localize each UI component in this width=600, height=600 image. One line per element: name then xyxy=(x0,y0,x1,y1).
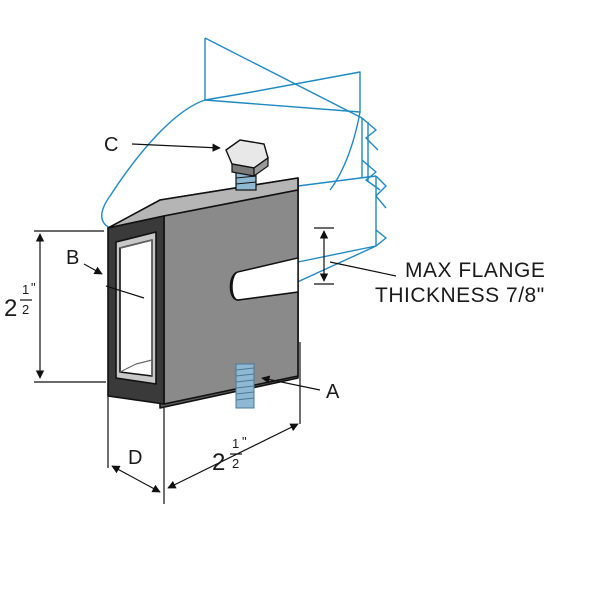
note-line-1: MAX FLANGE xyxy=(405,259,545,282)
svg-text:2: 2 xyxy=(212,449,225,476)
flange-slot xyxy=(231,257,299,301)
svg-text:2: 2 xyxy=(232,456,239,471)
leader-arrows xyxy=(83,143,321,391)
svg-text:1: 1 xyxy=(232,436,239,451)
clamp-front-face xyxy=(163,189,299,405)
svg-text:": " xyxy=(242,434,247,449)
set-screw-top xyxy=(225,139,269,191)
svg-text:": " xyxy=(31,280,36,295)
height-dimension-text: 2 1 " 2 xyxy=(4,280,36,322)
svg-text:1: 1 xyxy=(22,282,29,297)
label-c: C xyxy=(104,134,118,156)
note-line-2: THICKNESS 7/8" xyxy=(375,284,545,307)
label-a: A xyxy=(326,381,340,403)
threaded-rod-bottom xyxy=(235,363,255,409)
svg-text:2: 2 xyxy=(4,295,17,322)
width-dimension-text: 2 1 " 2 xyxy=(212,434,247,476)
svg-text:2: 2 xyxy=(22,302,29,317)
label-d: D xyxy=(128,447,142,469)
label-b: B xyxy=(66,247,79,269)
clamp-body xyxy=(107,177,299,409)
dimension-lines xyxy=(34,227,397,504)
